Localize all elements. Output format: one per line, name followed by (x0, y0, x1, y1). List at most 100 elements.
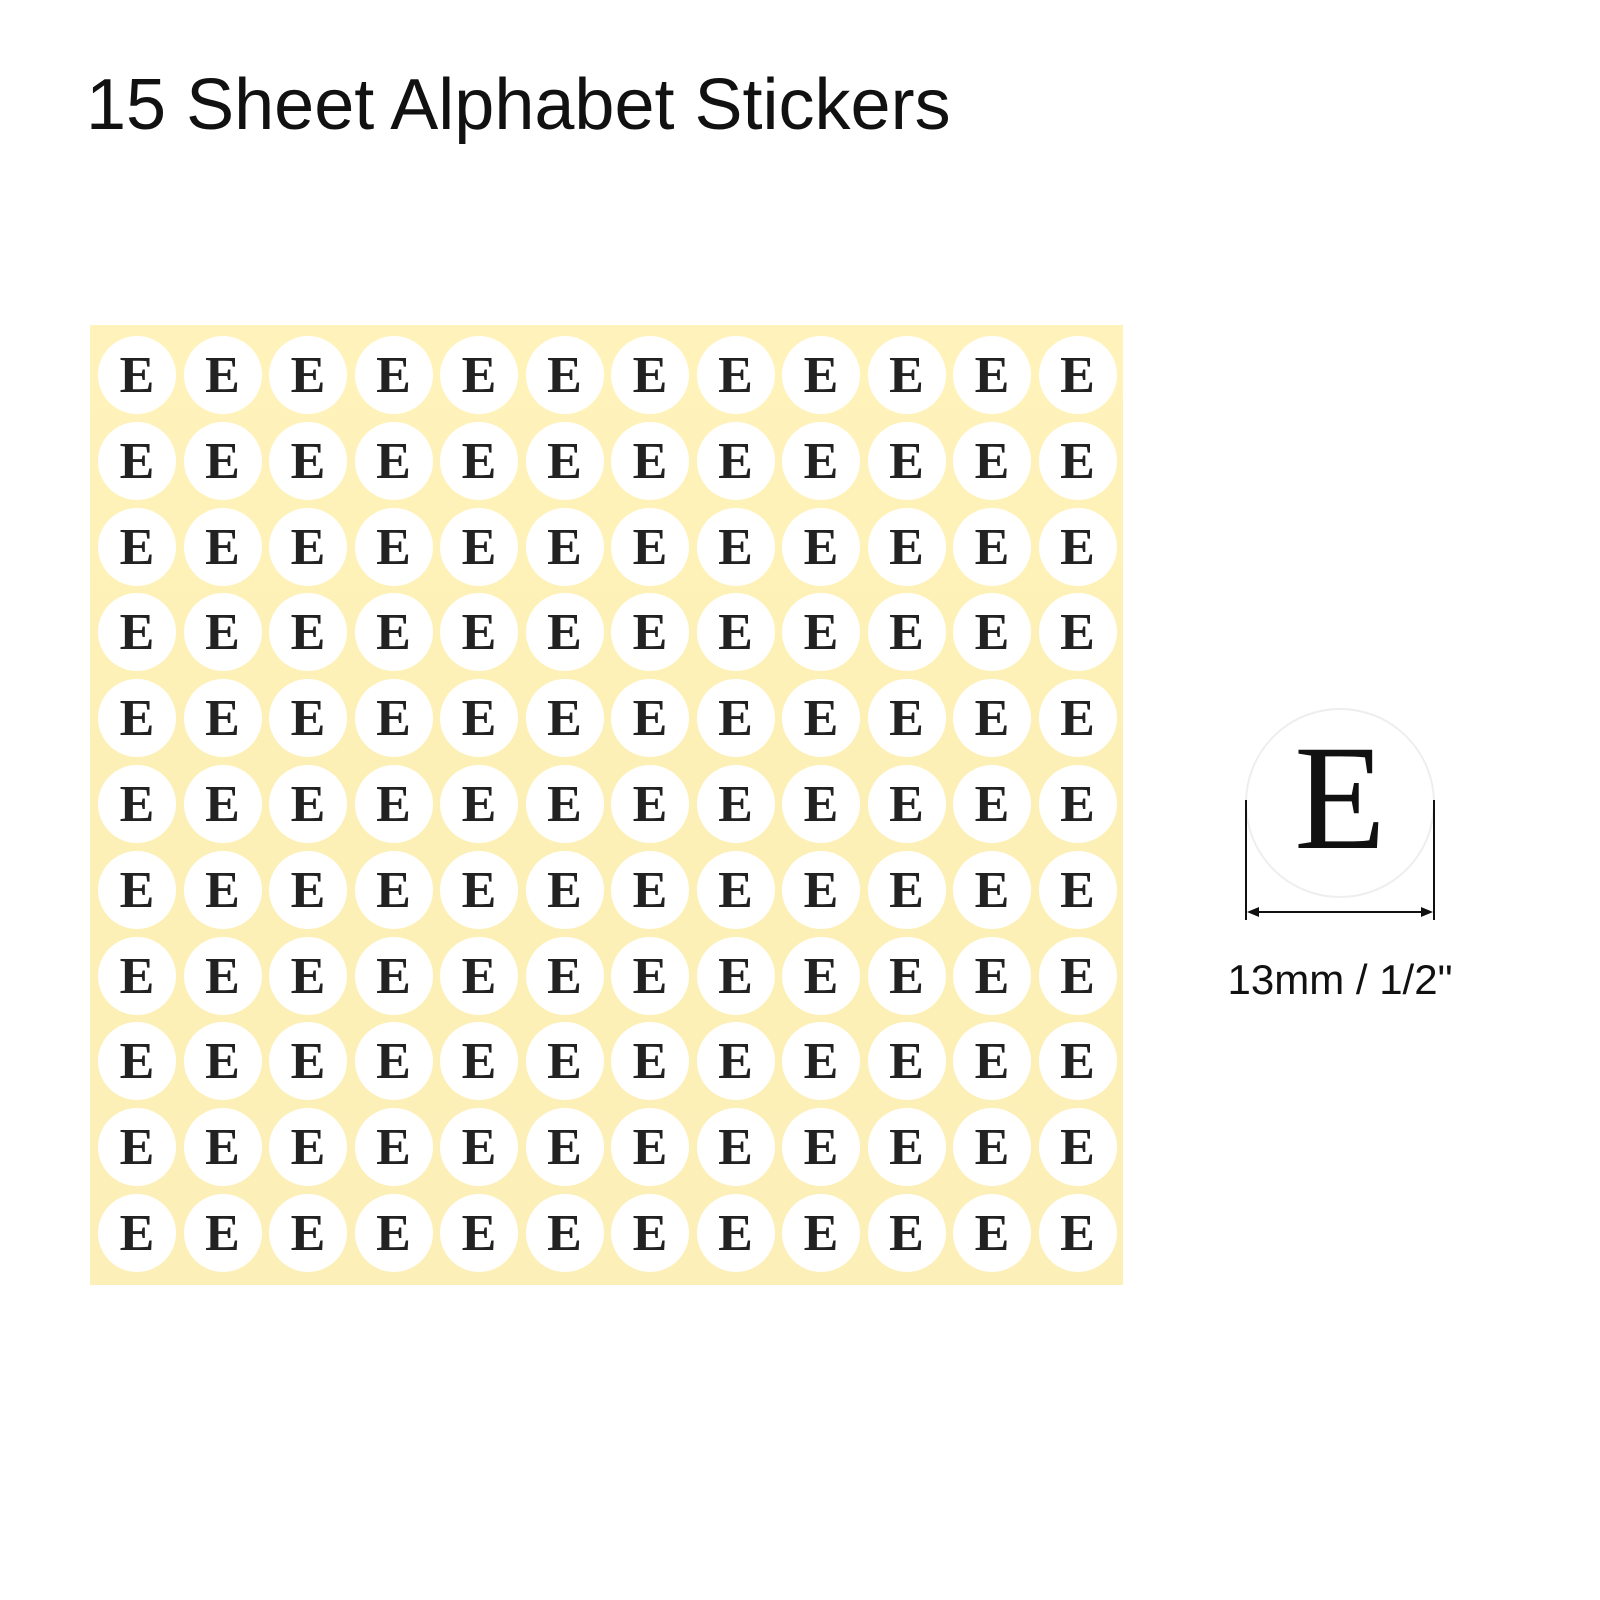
sticker-letter: E (547, 690, 582, 748)
letter-sticker: E (269, 936, 347, 1015)
letter-sticker: E (867, 1108, 946, 1187)
letter-sticker: E (183, 1022, 262, 1101)
sticker-letter: E (205, 861, 240, 919)
letter-sticker: E (953, 936, 1031, 1015)
sticker-letter: E (376, 690, 411, 748)
letter-sticker: E (354, 1193, 433, 1272)
sticker-letter: E (1060, 1119, 1095, 1177)
sticker-letter: E (376, 604, 411, 662)
letter-sticker: E (183, 1193, 262, 1272)
sticker-letter: E (290, 861, 326, 919)
letter-sticker: E (1038, 336, 1117, 414)
sticker-letter: E (119, 775, 155, 833)
sticker-letter: E (974, 347, 1010, 404)
sticker-letter: E (461, 775, 497, 833)
sticker-letter: E (205, 432, 240, 490)
sticker-letter: E (205, 947, 240, 1005)
letter-sticker: E (782, 764, 860, 843)
sticker-letter: E (889, 347, 924, 404)
letter-sticker: E (354, 764, 433, 843)
letter-sticker: E (696, 936, 775, 1015)
sticker-letter: E (376, 1033, 411, 1091)
sticker-letter: E (547, 1033, 582, 1091)
sticker-letter: E (974, 1204, 1010, 1262)
sticker-letter: E (547, 432, 582, 490)
letter-sticker: E (782, 593, 860, 672)
sticker-letter: E (119, 861, 155, 919)
sticker-letter: E (119, 518, 155, 576)
letter-sticker: E (867, 336, 946, 414)
letter-sticker: E (440, 936, 518, 1015)
sticker-letter: E (1060, 690, 1095, 748)
sticker-letter: E (974, 604, 1010, 662)
sticker-letter: E (376, 947, 411, 1005)
sticker-letter: E (803, 775, 839, 833)
sticker-letter: E (376, 1119, 411, 1177)
sticker-letter: E (803, 432, 839, 490)
sticker-letter: E (547, 1204, 582, 1262)
sticker-letter: E (889, 947, 924, 1005)
sticker-letter: E (632, 432, 668, 490)
sticker-letter: E (119, 604, 155, 662)
letter-sticker: E (525, 764, 604, 843)
letter-sticker: E (98, 1022, 176, 1101)
sticker-letter: E (974, 1119, 1010, 1177)
sticker-letter: E (889, 432, 924, 490)
letter-sticker: E (354, 421, 433, 500)
letter-sticker: E (782, 1022, 860, 1101)
letter-sticker: E (354, 936, 433, 1015)
letter-sticker: E (611, 336, 689, 414)
sticker-letter: E (205, 1119, 240, 1177)
letter-sticker: E (354, 593, 433, 672)
letter-sticker: E (269, 1108, 347, 1187)
sticker-letter: E (718, 947, 753, 1005)
sticker-letter: E (376, 861, 411, 919)
sticker-letter: E (461, 1033, 497, 1091)
letter-sticker: E (696, 593, 775, 672)
sticker-letter: E (290, 604, 326, 662)
letter-sticker: E (696, 679, 775, 758)
sticker-letter: E (803, 604, 839, 662)
letter-sticker: E (696, 764, 775, 843)
sticker-letter: E (632, 1119, 668, 1177)
letter-sticker: E (1038, 764, 1117, 843)
sticker-letter: E (376, 347, 411, 404)
letter-sticker: E (269, 1193, 347, 1272)
letter-sticker: E (953, 421, 1031, 500)
letter-sticker: E (525, 850, 604, 929)
sticker-letter: E (1060, 775, 1095, 833)
letter-sticker: E (525, 1193, 604, 1272)
letter-sticker: E (1038, 1022, 1117, 1101)
sticker-letter: E (1060, 347, 1095, 404)
sticker-letter: E (803, 347, 839, 404)
letter-sticker: E (525, 679, 604, 758)
sticker-letter: E (632, 775, 668, 833)
letter-sticker: E (867, 507, 946, 586)
sticker-letter: E (1060, 604, 1095, 662)
letter-sticker: E (1038, 593, 1117, 672)
sticker-letter: E (461, 347, 497, 404)
sticker-letter: E (803, 690, 839, 748)
letter-sticker: E (269, 336, 347, 414)
sticker-letter: E (803, 1033, 839, 1091)
letter-sticker: E (354, 1108, 433, 1187)
sticker-letter: E (205, 604, 240, 662)
sticker-letter: E (547, 1119, 582, 1177)
letter-sticker: E (183, 421, 262, 500)
letter-sticker: E (98, 336, 176, 414)
letter-sticker: E (525, 1108, 604, 1187)
sticker-letter: E (632, 947, 668, 1005)
letter-sticker: E (354, 679, 433, 758)
letter-sticker: E (611, 1022, 689, 1101)
sticker-letter: E (461, 518, 497, 576)
letter-sticker: E (183, 679, 262, 758)
letter-sticker: E (525, 936, 604, 1015)
sticker-letter: E (205, 1204, 240, 1262)
letter-sticker: E (98, 850, 176, 929)
sticker-letter: E (718, 861, 753, 919)
sticker-letter: E (205, 347, 240, 404)
letter-sticker: E (696, 507, 775, 586)
letter-sticker: E (1038, 679, 1117, 758)
letter-sticker: E (611, 421, 689, 500)
letter-sticker: E (782, 850, 860, 929)
